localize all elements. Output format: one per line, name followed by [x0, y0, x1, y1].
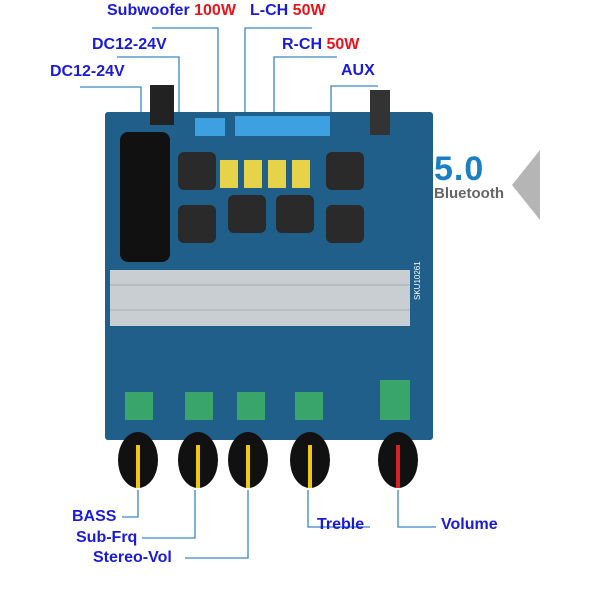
lch-label: L-CH 50W	[250, 2, 326, 19]
subwoofer-label: Subwoofer 100W	[107, 2, 236, 19]
dc-input-label-2: DC12-24V	[92, 36, 167, 53]
stereo-vol-label: Stereo-Vol	[93, 549, 172, 566]
bass-label: BASS	[72, 508, 117, 525]
leader-lines	[80, 27, 436, 559]
volume-label: Volume	[441, 516, 498, 533]
sub-frq-label: Sub-Frq	[76, 529, 138, 546]
board-sku: SKU10261	[413, 261, 422, 300]
speaker-icon	[512, 150, 540, 220]
bluetooth-name: Bluetooth	[434, 185, 504, 202]
treble-label: Treble	[317, 516, 365, 533]
knobs	[118, 432, 418, 488]
aux-label: AUX	[341, 62, 375, 79]
dc-input-label-1: DC12-24V	[50, 63, 125, 80]
rch-label: R-CH 50W	[282, 36, 360, 53]
bluetooth-badge: 5.0 Bluetooth	[434, 150, 504, 202]
bluetooth-version: 5.0	[434, 150, 485, 188]
